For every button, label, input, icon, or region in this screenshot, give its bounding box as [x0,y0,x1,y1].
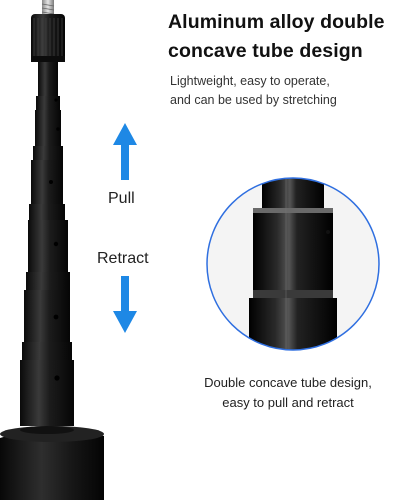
description: Lightweight, easy to operate, and can be… [170,72,410,110]
detail-caption: Double concave tube design, easy to pull… [175,373,401,413]
tube-section-3 [29,160,65,220]
caption-line-1: Double concave tube design, [204,375,372,390]
headline-line-2: concave tube design [168,40,363,62]
description-line-1: Lightweight, easy to operate, [170,74,330,88]
description-line-2: and can be used by stretching [170,93,337,107]
tube-section-5 [22,290,72,360]
mount-screw [41,0,55,15]
detail-zoom-circle [206,177,380,351]
retract-label: Retract [97,250,149,267]
arrow-up-icon [113,123,137,180]
tube-base [0,426,104,500]
tube-section-1 [36,62,60,110]
knurled-knob [31,14,65,62]
headline-line-1: Aluminum alloy double [168,11,385,33]
tube-section-6 [20,360,74,426]
arrow-down-icon [113,276,137,333]
tube-section-2 [33,110,63,160]
caption-line-2: easy to pull and retract [222,395,354,410]
headline: Aluminum alloy double concave tube desig… [168,8,413,66]
pull-label: Pull [108,190,135,207]
tube-section-4 [26,220,70,290]
